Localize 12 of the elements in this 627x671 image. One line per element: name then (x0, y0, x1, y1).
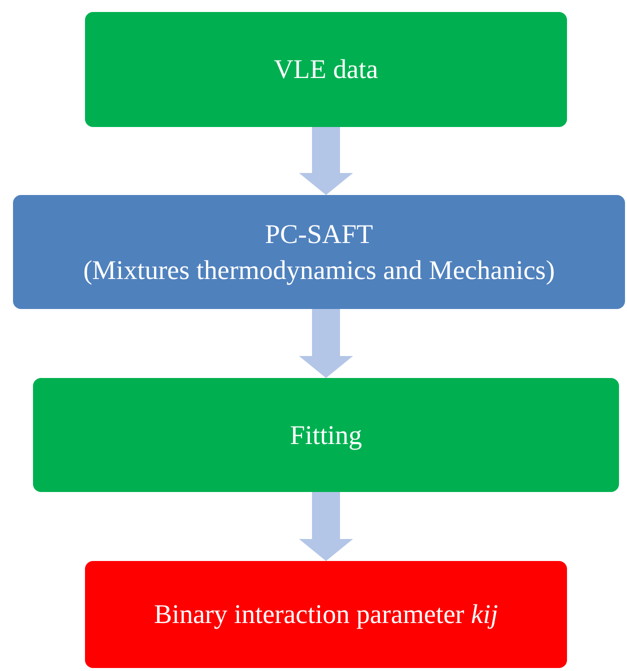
block-arrow (299, 309, 353, 378)
box-label: (Mixtures thermodynamics and Mechanics) (83, 254, 555, 287)
block-arrow (299, 127, 353, 195)
box-label: VLE data (274, 53, 378, 86)
process-box (85, 12, 567, 127)
box-label: Fitting (290, 418, 362, 452)
process-box (33, 378, 619, 492)
process-box (85, 561, 567, 668)
box-label: PC-SAFT (264, 218, 374, 251)
process-box (13, 195, 625, 309)
box-label: Binary interaction parameter kij (154, 598, 498, 632)
block-arrow (299, 492, 353, 561)
